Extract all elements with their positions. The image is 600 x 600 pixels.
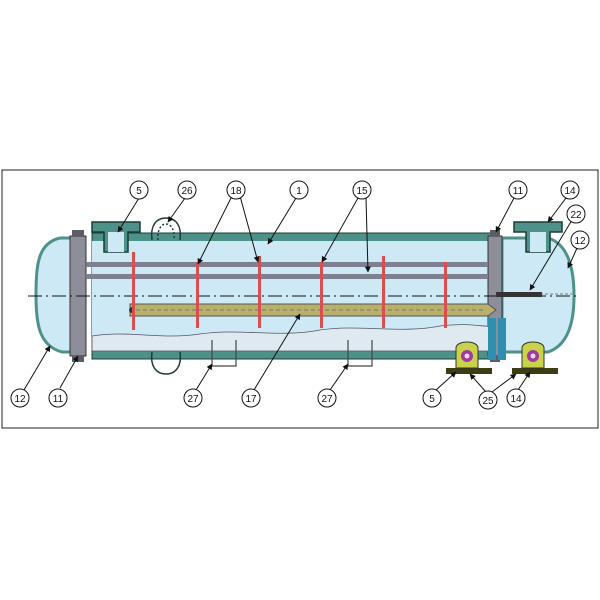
tube-row-2: [86, 274, 488, 279]
leader-17: [253, 313, 301, 391]
leader-27-left: [195, 363, 213, 391]
callout-label: 12: [14, 394, 26, 405]
leader-15-a: [321, 197, 359, 263]
vent-loop-bottom: [150, 351, 182, 375]
support-bracket-left: [211, 340, 237, 367]
liquid-level: [91, 324, 495, 352]
callout-label: 17: [245, 394, 257, 405]
callout-label: 5: [429, 394, 435, 405]
callout-11-left: 11: [48, 388, 68, 408]
callout-25: 25: [478, 390, 498, 410]
callout-label: 18: [230, 186, 242, 197]
baffle-1: [132, 252, 135, 330]
leader-lines: [23, 195, 579, 393]
leader-18-a: [197, 195, 233, 265]
pump-left: [446, 341, 492, 374]
callout-5-bottom: 5: [422, 388, 442, 408]
callout-15: 15: [352, 180, 372, 200]
leader-25-b: [491, 373, 517, 393]
outlet-nozzle-right-bore: [530, 232, 546, 252]
leader-5-top: [117, 197, 140, 233]
pump-right: [512, 341, 558, 374]
callout-5-top: 5: [129, 180, 149, 200]
vent-loop-top: [150, 217, 182, 241]
leader-5-bottom: [435, 371, 457, 391]
callout-label: 14: [510, 394, 522, 405]
leader-1: [267, 197, 297, 245]
leader-12-right: [567, 245, 579, 269]
callouts: 5 26 18 1 15 11 14 22 12 12 11 27 17 27 …: [10, 180, 590, 410]
baffles: [132, 252, 447, 330]
pump-left-base: [446, 368, 492, 374]
pump-left-hub-inner: [464, 353, 470, 359]
pump-right-hub-inner: [530, 353, 536, 359]
outlet-pipe: [496, 292, 542, 297]
callout-label: 1: [296, 186, 302, 197]
leader-12-left: [23, 345, 51, 391]
baffle-4: [320, 262, 323, 328]
left-flange-cap-top: [72, 230, 84, 236]
callout-26: 26: [177, 180, 197, 200]
drain-pipe-a: [488, 318, 496, 360]
callout-11-top: 11: [508, 180, 528, 200]
leader-26: [167, 197, 186, 223]
callout-17: 17: [241, 388, 261, 408]
drain-pipe-b: [498, 318, 506, 360]
callout-label: 11: [53, 394, 64, 405]
callout-22: 22: [566, 204, 586, 224]
leader-22: [529, 219, 573, 291]
callout-label: 12: [574, 236, 586, 247]
inlet-nozzle-left-bore: [108, 232, 124, 252]
leader-14-top: [547, 197, 567, 223]
leader-15-b: [364, 197, 371, 273]
leader-11-left: [59, 355, 79, 389]
callout-label: 5: [136, 186, 142, 197]
leader-14-bottom: [517, 371, 531, 391]
baffle-3: [258, 256, 261, 328]
callout-label: 11: [513, 186, 524, 197]
callout-27-left: 27: [183, 388, 203, 408]
baffle-6: [444, 262, 447, 328]
tube-rows: [86, 262, 488, 279]
callout-label: 25: [482, 396, 494, 407]
callout-14-bottom: 14: [506, 388, 526, 408]
leader-11-top: [495, 197, 515, 233]
tube-row-1: [86, 262, 488, 267]
callout-27-right: 27: [317, 388, 337, 408]
callout-12-left: 12: [10, 388, 30, 408]
baffle-2: [196, 262, 199, 328]
callout-label: 27: [321, 394, 333, 405]
callout-label: 26: [181, 186, 193, 197]
support-bracket-right: [347, 340, 373, 367]
vent-loop-top-inner: [157, 223, 175, 241]
right-flange-cap-top: [490, 230, 500, 236]
callout-14-top: 14: [560, 180, 580, 200]
leader-18-b: [239, 195, 260, 263]
callout-label: 15: [356, 186, 368, 197]
callout-label: 22: [570, 210, 582, 221]
callout-18: 18: [226, 180, 246, 200]
pump-right-base: [512, 368, 558, 374]
callout-label: 14: [564, 186, 576, 197]
callout-1: 1: [289, 180, 309, 200]
leader-27-right: [329, 363, 349, 391]
baffle-5: [382, 256, 385, 328]
leader-25-a: [469, 373, 487, 393]
callout-label: 27: [187, 394, 199, 405]
callout-12-right: 12: [570, 230, 590, 250]
